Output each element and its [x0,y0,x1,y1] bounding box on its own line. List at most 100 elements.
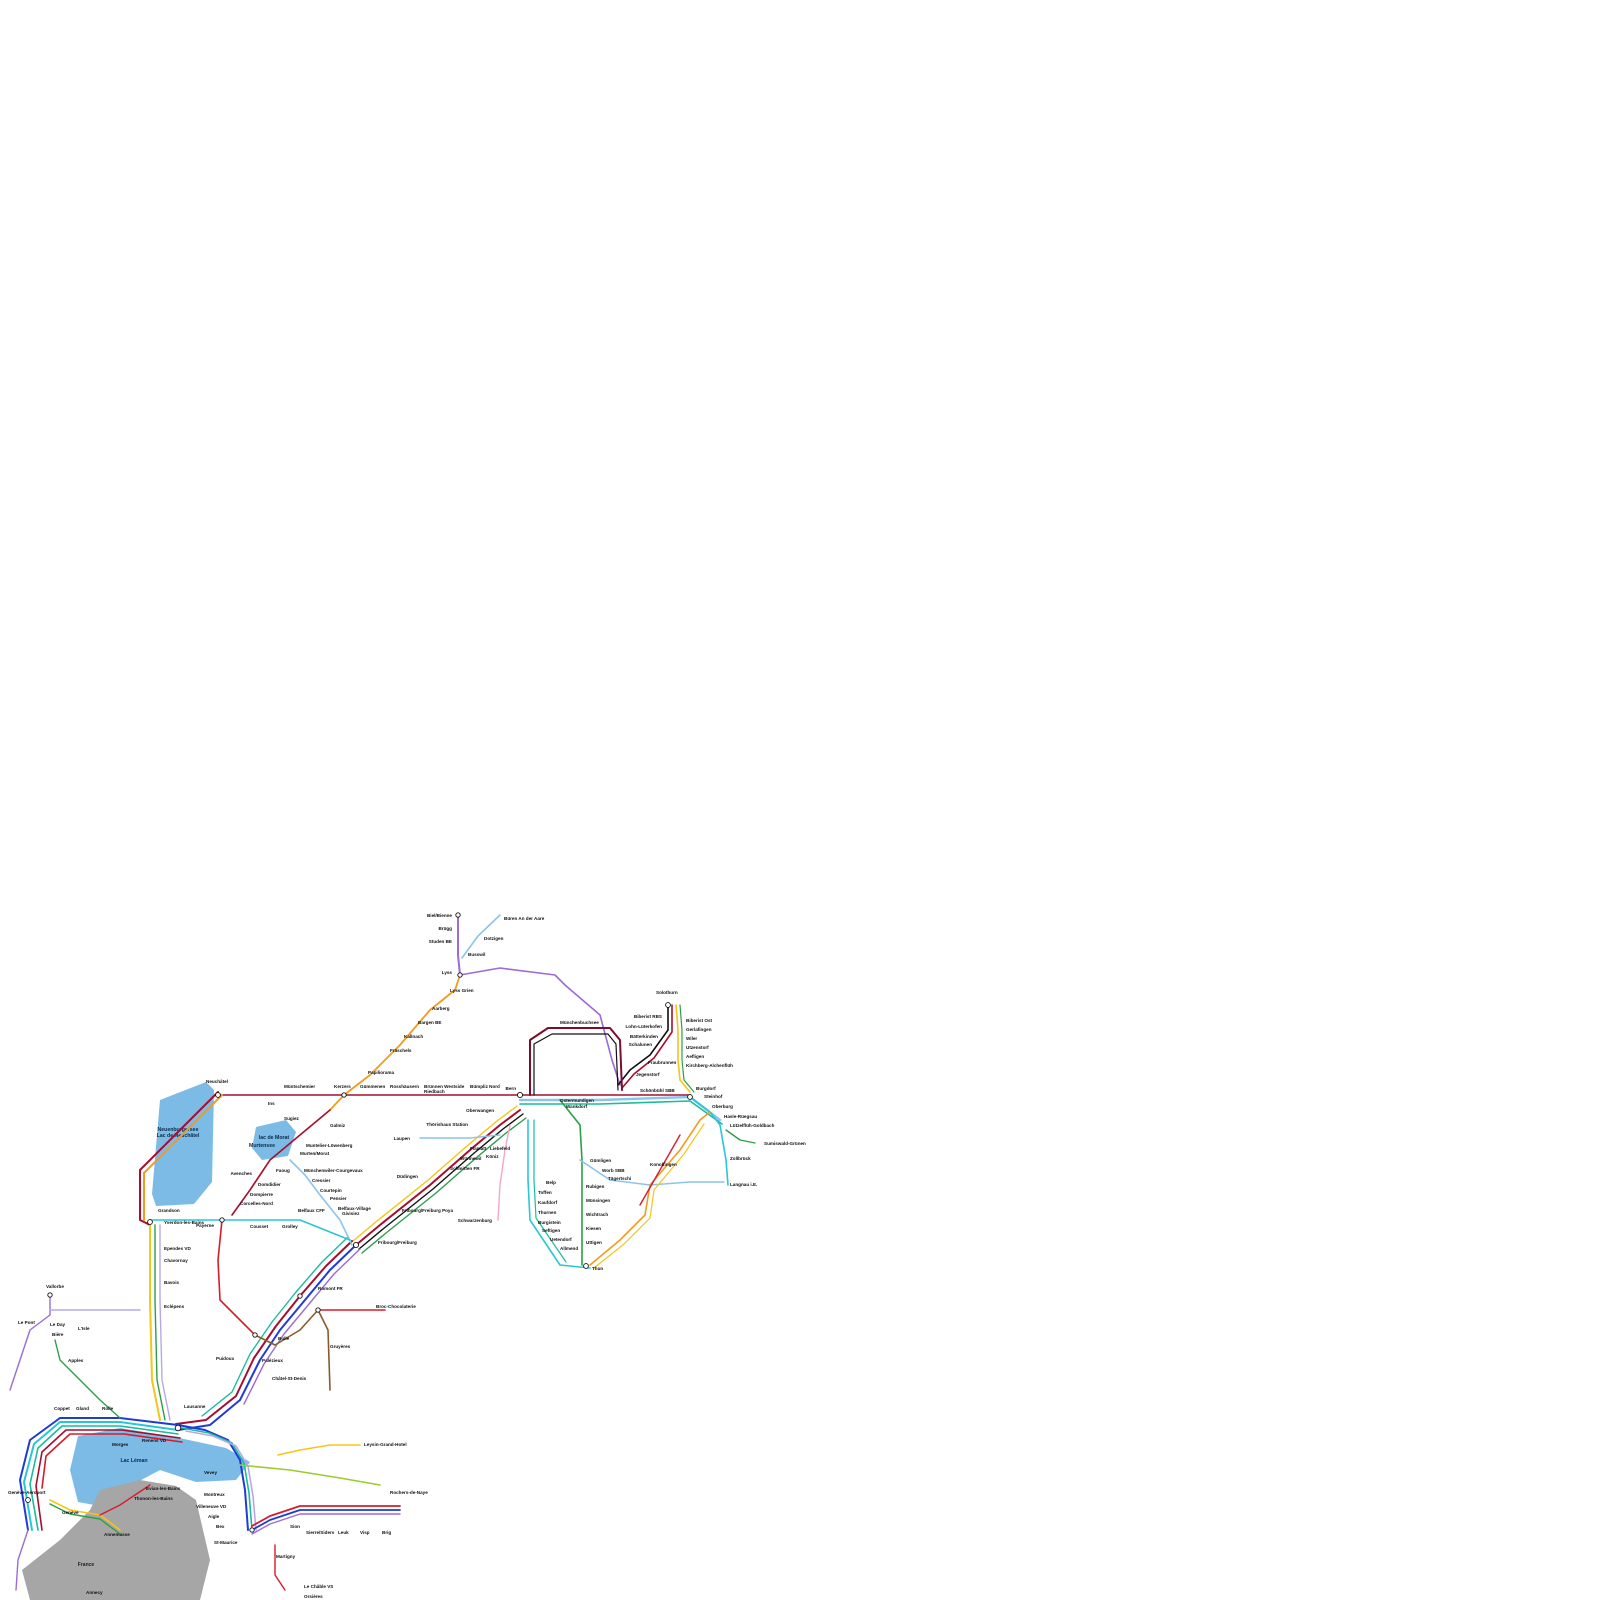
france-region [22,1480,210,1600]
label-solothurn: Solothurn [656,990,678,995]
stop-st-maurice[interactable] [249,1527,255,1533]
france-area [22,1480,210,1600]
label-belfaux-village: Belfaux-Village [338,1206,371,1211]
label-evian: Evian-les-Bains [146,1486,181,1491]
line-muenchenbuchsee-loop [529,1027,623,1096]
line-lausanne-geneve-2 [23,1421,179,1531]
stop-lyss[interactable] [457,972,463,978]
label-kaufdorf: Kaufdorf [538,1200,558,1205]
label-wankdorf: Wankdorf [566,1104,587,1109]
label-le-chable: Le Châble VS [304,1584,333,1589]
label-cousset: Cousset [250,1224,269,1229]
line-burgdorf-langnau [689,1096,729,1186]
label-sion: Sion [290,1524,300,1529]
label-vallorbe: Vallorbe [46,1284,64,1289]
stop-lausanne[interactable] [174,1424,182,1432]
label-villeneuve: Villeneuve VD [196,1504,227,1509]
line-palezieux-bulle [254,1309,331,1391]
line-lausanne-stmaurice-1 [177,1424,249,1531]
line-neuchatel-yverdon-2 [143,1094,223,1221]
label-rosshaeusern: Rosshäusern [390,1084,419,1089]
label-leysin: Leysin-Grand-Hotel [364,1442,407,1447]
france-label: France [78,1562,95,1568]
line-yverdon-fribourg [149,1219,351,1241]
stop-burgdorf[interactable] [687,1094,693,1100]
label-broc: Broc-Chocolaterie [376,1304,416,1309]
label-koeniz: Köniz [486,1154,499,1159]
stop-neuchatel[interactable] [215,1092,221,1098]
line-vallorbe-le-pont [9,1294,51,1391]
stop-bulle[interactable] [315,1307,321,1313]
label-bern: Bern [506,1086,517,1091]
label-utzenstorf: Utzenstorf [686,1045,709,1050]
stop-palezieux[interactable] [252,1332,258,1338]
label-le-day: Le Day [50,1322,66,1327]
label-biberist-ost: Biberist Ost [686,1018,713,1023]
label-muensingen: Münsingen [586,1198,610,1203]
label-rolle: Rolle [102,1406,114,1411]
label-seftigen: Seftigen [542,1228,560,1233]
label-sierre: Sierre/Siders [306,1530,335,1535]
label-romont: Romont FR [318,1286,343,1291]
label-pensier: Pensier [330,1196,347,1201]
label-givisiez: Givisiez [342,1211,360,1216]
line-bern-belp-thun-2 [533,1119,567,1263]
stop-bern[interactable] [516,1091,524,1099]
stop-thun[interactable] [583,1263,589,1269]
label-schalunen: Schalunen [629,1042,652,1047]
label-thoerishaus: Thörishaus Station [426,1122,468,1127]
label-muntelier: Muntelier-Löwenberg [306,1143,353,1148]
label-puidoux: Puidoux [216,1356,235,1361]
label-steinhof: Steinhof [704,1094,723,1099]
line-solothurn-bern-rbs [617,1004,669,1086]
label-uttigen: Uttigen [586,1240,602,1245]
line-morges-biere [54,1339,121,1419]
lake-morat [252,1120,296,1160]
label-hasle: Hasle-Rüegsau [724,1114,757,1119]
label-le-pont: Le Pont [18,1320,35,1325]
line-yverdon-lausanne-1 [149,1224,161,1421]
line-lausanne-geneve-4 [35,1429,181,1531]
label-fribourg: Fribourg/Freiburg [378,1240,417,1245]
stop-romont[interactable] [297,1293,303,1299]
stop-geneve[interactable] [25,1497,31,1503]
line-lausanne-geneve-5 [41,1433,183,1489]
label-ins: Ins [268,1101,275,1106]
line-biel-lyss [457,914,461,976]
line-konolfingen-bern-red [639,1134,681,1206]
label-chatel: Châtel-St-Denis [272,1376,307,1381]
stop-biel[interactable] [455,912,461,918]
label-ependes: Ependes VD [164,1246,191,1251]
line-bern-fribourg-1 [355,1109,521,1246]
lake-morat-label: lac de Morat [259,1135,290,1141]
label-bulle: Bulle [278,1336,290,1341]
rail-lines [9,914,756,1591]
label-sugiez: Sugiez [284,1116,300,1121]
label-oberwangen: Oberwangen [466,1108,494,1113]
label-montreux: Montreux [204,1492,225,1497]
line-bern-thun-muensingen [559,1099,583,1266]
label-avenches: Avenches [230,1171,252,1176]
label-papiliorama: Papiliorama [368,1070,394,1075]
label-geneve: Genève [62,1510,79,1515]
stop-fribourg[interactable] [352,1241,360,1249]
label-schwarzenburg: Schwarzenburg [458,1218,492,1223]
label-eclepens: Eclépens [164,1304,185,1309]
stop-kerzers[interactable] [341,1092,347,1098]
label-kallnach: Kallnach [404,1034,423,1039]
label-langnau: Langnau i.E. [730,1182,757,1187]
label-faoug: Faoug [276,1168,290,1173]
line-geneve-annemasse-2 [49,1503,121,1535]
lake-murtensee-label: Murtensee [249,1143,275,1149]
label-courtepin: Courtepin [320,1188,342,1193]
label-burgistein: Burgistein [538,1220,561,1225]
label-belp: Belp [546,1180,556,1185]
label-bueren: Büren An der Aare [504,916,545,921]
label-dotzigen: Dotzigen [484,936,504,941]
stop-payerne[interactable] [219,1217,225,1223]
stop-solothurn[interactable] [665,1002,671,1008]
stop-vallorbe[interactable] [47,1292,53,1298]
line-muenchenbuchsee-loop-2 [533,1033,619,1096]
stop-yverdon[interactable] [147,1219,153,1225]
label-vevey: Vevey [204,1470,217,1475]
